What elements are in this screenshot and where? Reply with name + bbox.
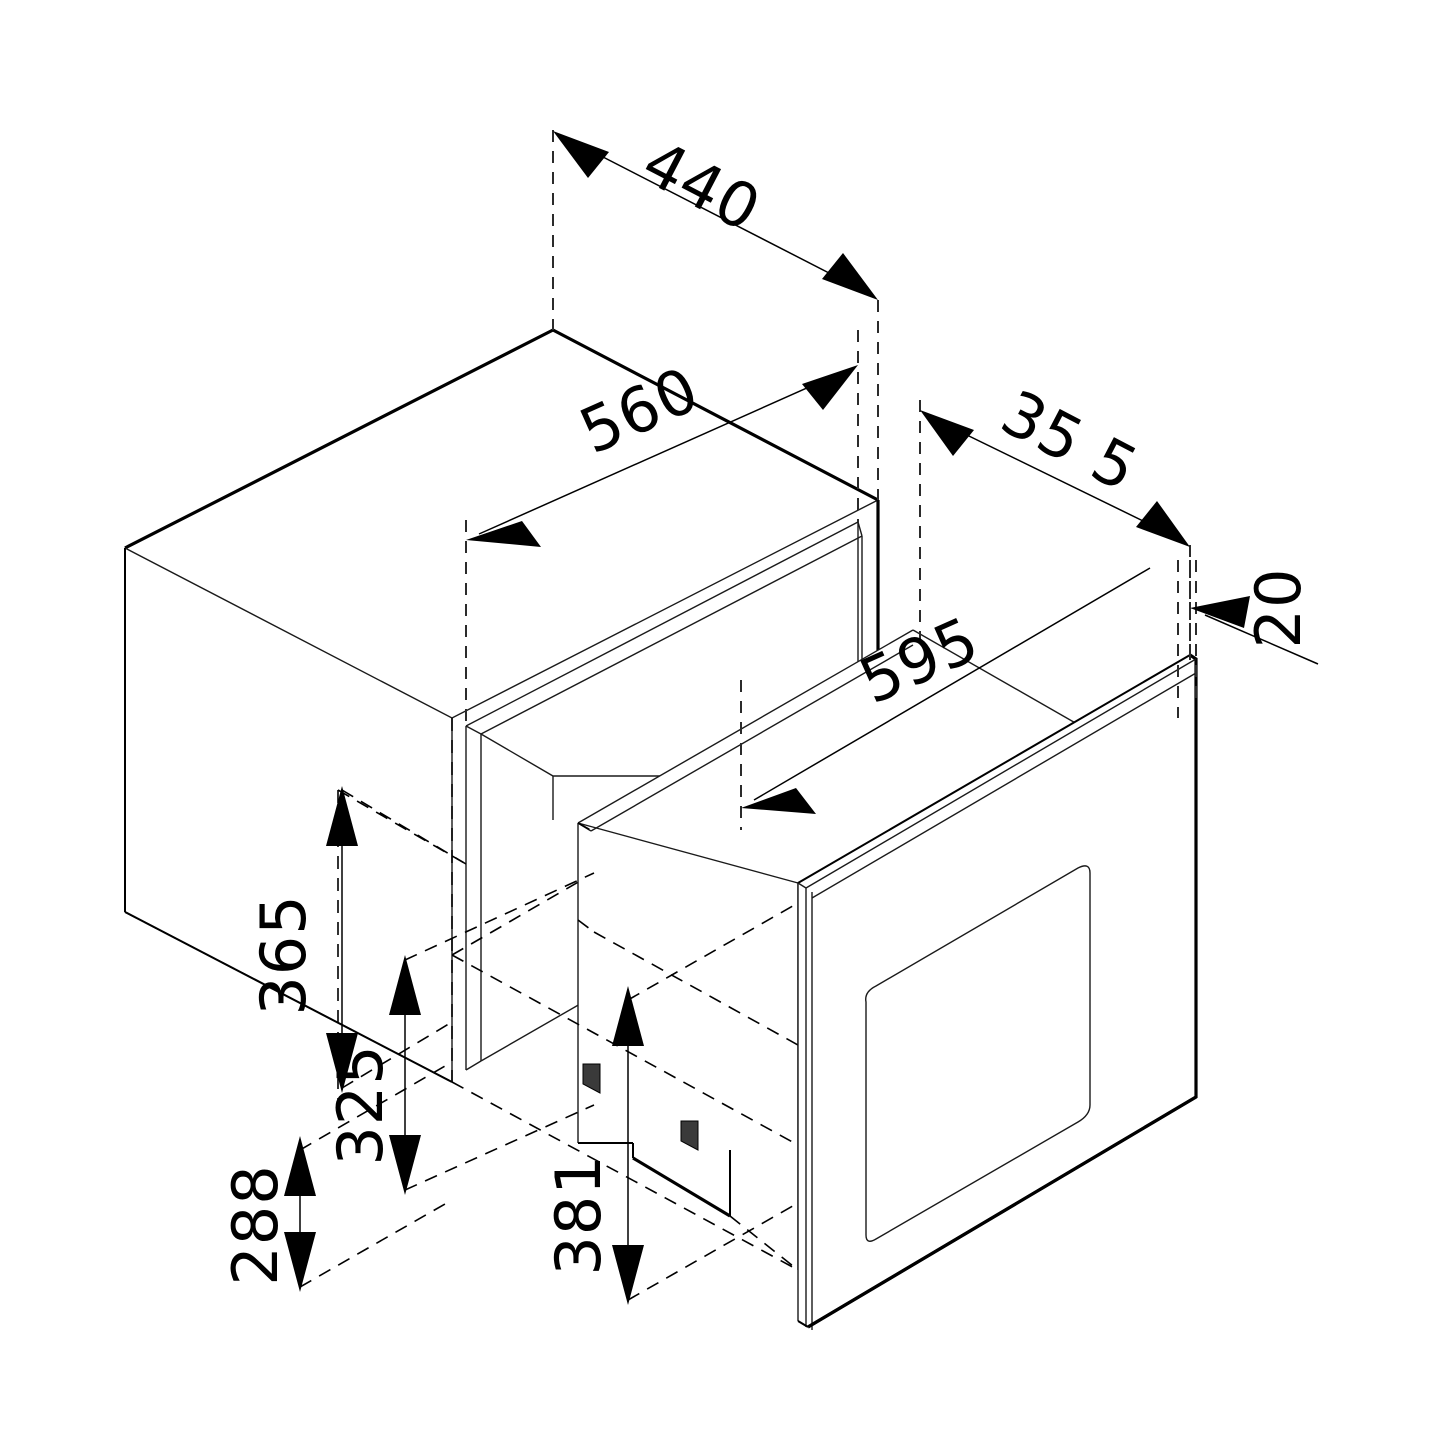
niche-outer-top-edge [465, 521, 859, 727]
dim-line-355 [931, 417, 1179, 539]
front-panel-top-inner-edge [805, 658, 1197, 889]
hidden-interior-line-c [451, 872, 595, 956]
dimension-365: 365 [247, 786, 467, 1093]
ext-line-288-top [299, 1061, 453, 1151]
arrow-560-end [802, 365, 858, 410]
appliance-hidden-line-e [577, 919, 595, 933]
arrow-288-bottom [284, 1232, 316, 1292]
arrow-440-start [553, 131, 609, 178]
appliance-bottom-left-edge [632, 1156, 731, 1218]
front-panel-seam-line [811, 672, 1197, 899]
dim-line-20 [1204, 614, 1319, 665]
dimension-20: 20 [1177, 560, 1319, 718]
ext-line-381-top [627, 902, 799, 1001]
ext-line-288-bottom [299, 1199, 453, 1288]
appliance-top-face [578, 630, 1196, 883]
arrow-325-top [389, 955, 421, 1015]
arrow-595-start [741, 788, 816, 814]
appliance-top-back-left-edge [577, 629, 914, 824]
arrow-325-bottom [389, 1135, 421, 1195]
niche-bottom-inner-edge [480, 995, 595, 1062]
arrow-381-top [612, 986, 644, 1046]
dim-label-355: 35 5 [990, 376, 1150, 506]
dim-label-381: 381 [542, 1154, 615, 1275]
appliance-hidden-line-f [729, 1215, 799, 1271]
ext-line-325-bottom [404, 1104, 595, 1191]
support-foot-left [582, 1063, 601, 1094]
arrow-381-bottom [612, 1245, 644, 1305]
dim-label-325: 325 [324, 1044, 397, 1165]
dim-line-440 [565, 137, 867, 293]
front-panel-face [798, 655, 1190, 1325]
door-window [865, 865, 1091, 1242]
ext-line-365-top [341, 789, 467, 865]
dim-label-20: 20 [1242, 568, 1315, 649]
dimension-560: 560 [465, 330, 859, 726]
ext-line-325-top [404, 872, 595, 961]
dim-line-560 [478, 370, 846, 535]
front-panel-bottom-left-step [797, 1320, 809, 1328]
support-foot-right [680, 1120, 699, 1151]
appliance-top-strip-edge [590, 644, 914, 832]
arrow-355-end [1136, 501, 1190, 547]
front-panel-bottom-edge [807, 1095, 1197, 1329]
arrow-288-top [284, 1136, 316, 1196]
hidden-interior-line-a [337, 789, 467, 865]
niche-inner-top-edge [480, 535, 863, 735]
niche-frame-bottom-left-step [465, 1060, 482, 1071]
dim-line-595 [753, 567, 1151, 801]
dim-label-440: 440 [631, 126, 772, 247]
front-panel-top-edge [797, 654, 1191, 884]
arrow-365-bottom [326, 1033, 358, 1093]
arrow-440-end [822, 253, 878, 300]
appliance-hidden-line-c [577, 822, 595, 833]
dim-label-288: 288 [219, 1164, 292, 1285]
dimension-325: 325 [324, 872, 595, 1195]
front-panel-top-left-step [797, 882, 807, 889]
appliance-hidden-line-d [593, 931, 799, 1046]
appliance-front-panel [797, 653, 1198, 1330]
niche-frame-top-left-step [465, 725, 482, 735]
ext-line-381-bottom [627, 1202, 799, 1301]
arrow-560-start [466, 521, 541, 547]
dimension-288: 288 [219, 1061, 453, 1292]
cabinet-hidden-bottom-left [124, 911, 453, 1083]
cabinet-left-face [125, 548, 452, 1082]
arrow-20-head [1190, 596, 1250, 628]
dimension-381: 381 [542, 902, 799, 1305]
appliance-top-front-left-edge [577, 822, 799, 884]
arrow-355-start [920, 410, 974, 456]
arrow-365-top [326, 786, 358, 846]
front-panel-top-bevel [798, 655, 1196, 888]
dim-label-365: 365 [247, 894, 320, 1015]
